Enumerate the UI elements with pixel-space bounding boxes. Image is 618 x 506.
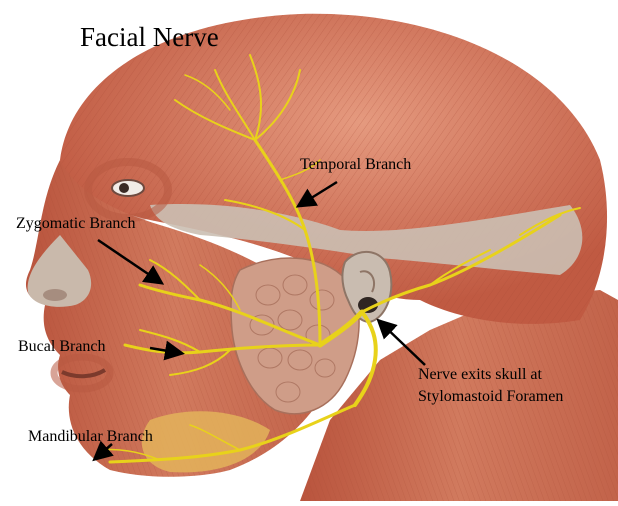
label-temporal-branch: Temporal Branch [300, 156, 411, 174]
label-nerve-exit-line2: Stylomastoid Foramen [418, 388, 563, 406]
figure-title: Facial Nerve [80, 22, 219, 53]
label-zygomatic-branch: Zygomatic Branch [16, 215, 136, 233]
label-nerve-exit-line1: Nerve exits skull at [418, 366, 542, 384]
label-mandibular-branch: Mandibular Branch [28, 428, 153, 446]
label-bucal-branch: Bucal Branch [18, 338, 106, 356]
buccal-fat [142, 411, 270, 472]
